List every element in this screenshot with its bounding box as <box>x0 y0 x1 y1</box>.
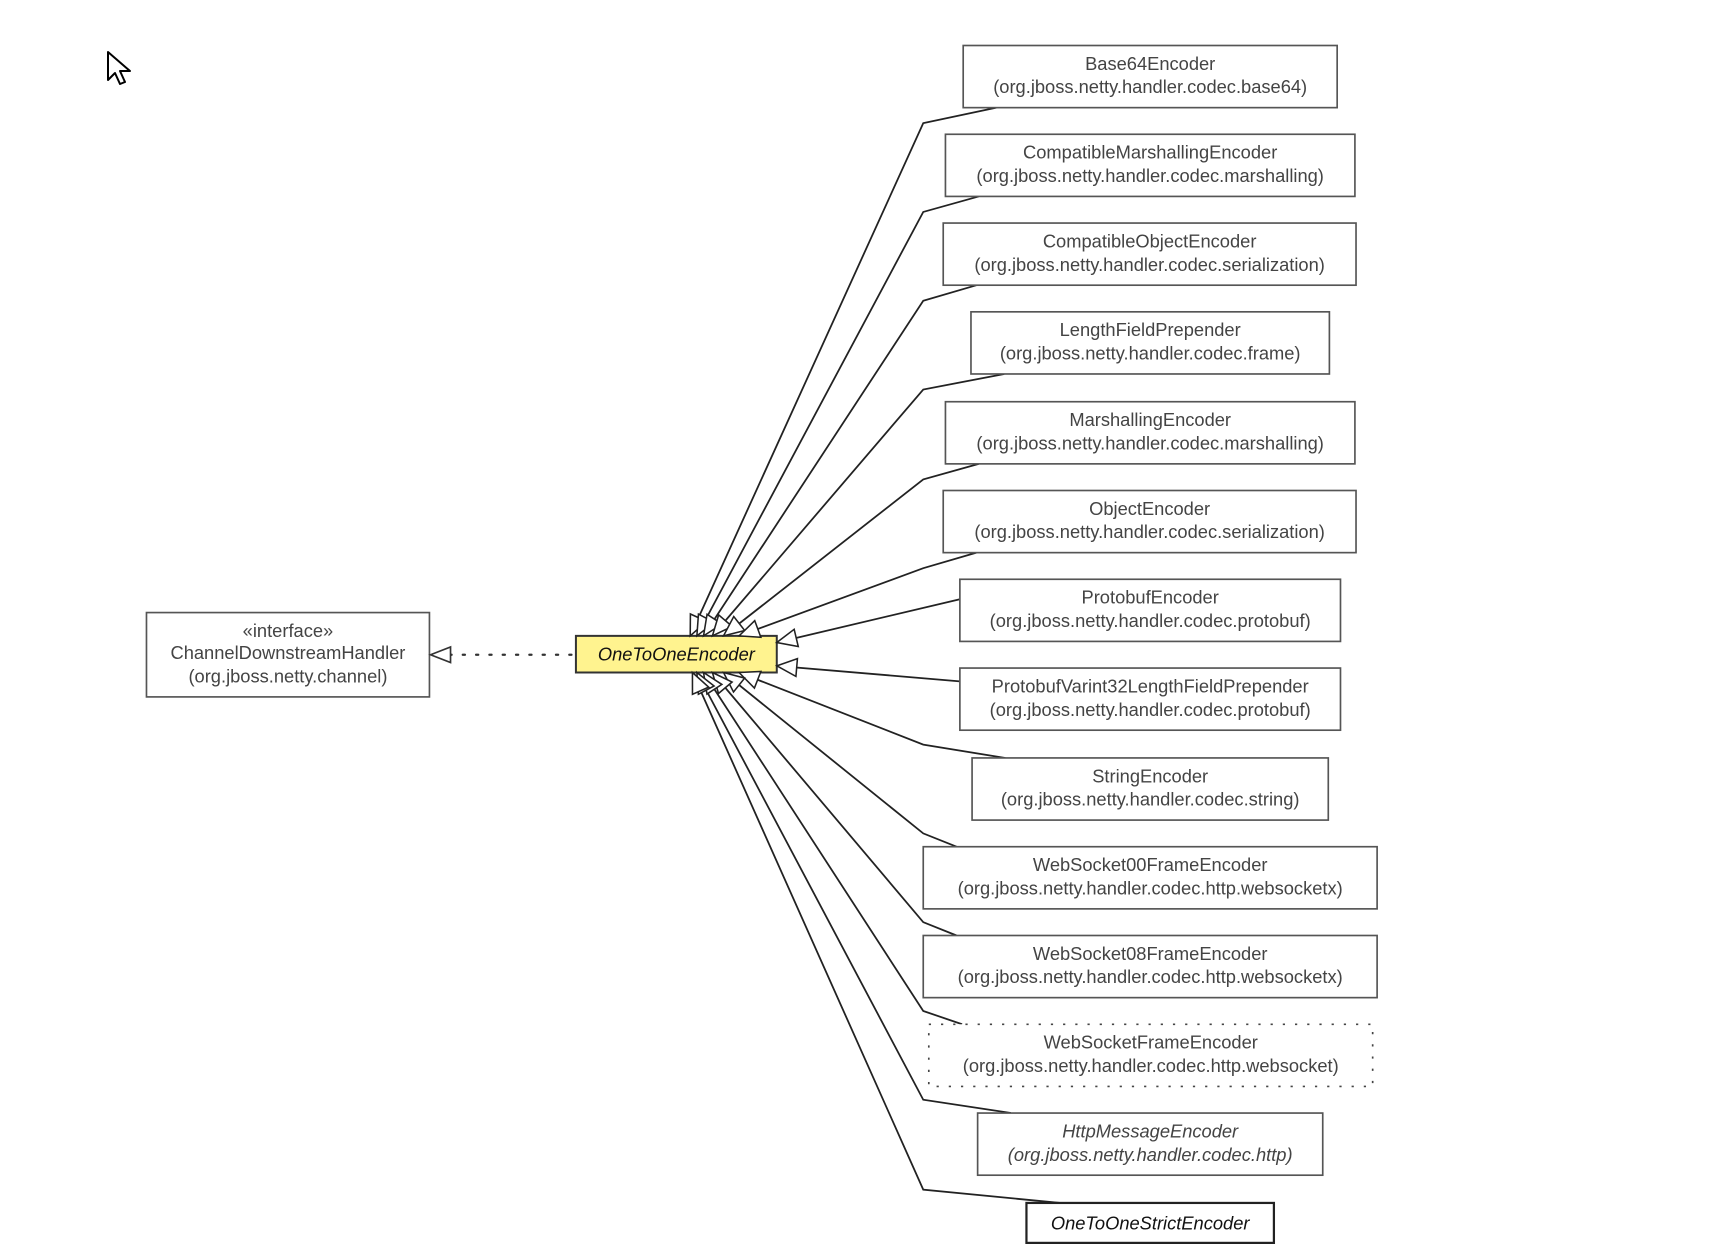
generalization-edge <box>691 672 1060 1204</box>
subclass-box[interactable]: Base64Encoder(org.jboss.netty.handler.co… <box>962 44 1338 109</box>
subclass-box[interactable]: MarshallingEncoder(org.jboss.netty.handl… <box>944 400 1356 465</box>
subclass-name: LengthFieldPrepender <box>1060 319 1241 340</box>
subclass-package: (org.jboss.netty.handler.codec.http) <box>1008 1144 1293 1165</box>
subclass-package: (org.jboss.netty.handler.codec.http.webs… <box>963 1055 1339 1076</box>
subclass-name: ProtobufVarint32LengthFieldPrepender <box>992 675 1309 696</box>
interface-box[interactable]: «interface» ChannelDownstreamHandler (or… <box>145 611 431 698</box>
generalization-arrowhead-icon <box>702 612 724 638</box>
interface-stereotype: «interface» <box>243 620 334 641</box>
subclass-box[interactable]: StringEncoder (org.jboss.netty.handler.co… <box>971 757 1330 821</box>
generalization-arrowhead-icon <box>711 613 734 638</box>
realization-edge <box>428 645 578 664</box>
generalization-arrowhead-icon <box>722 615 747 638</box>
interface-package: (org.jboss.netty.channel) <box>188 665 387 686</box>
subclass-name: WebSocketFrameEncoder <box>1044 1032 1258 1053</box>
generalization-arrowhead-icon <box>691 670 711 696</box>
subclass-name: HttpMessageEncoder <box>1062 1120 1239 1141</box>
subclass-box[interactable]: WebSocketFrameEncoder(org.jboss.netty.ha… <box>927 1023 1374 1088</box>
subclass-box[interactable]: WebSocket08FrameEncoder(org.jboss.netty.… <box>922 934 1378 999</box>
inheritance-edges <box>689 106 1060 1204</box>
subclass-name: WebSocket08FrameEncoder <box>1033 943 1268 964</box>
subclass-package: (org.jboss.netty.handler.codec.serializa… <box>974 254 1325 275</box>
generalization-arrowhead-icon <box>774 627 800 648</box>
subclass-box[interactable]: CompatibleObjectEncoder (org.jboss.netty.… <box>942 222 1357 287</box>
generalization-edge <box>702 672 963 1026</box>
subclass-box[interactable]: LengthFieldPrepender (org.jboss.netty.han… <box>970 311 1331 375</box>
subclass-name: ObjectEncoder <box>1089 498 1210 519</box>
subclass-package: (org.jboss.netty.handler.codec.protobuf) <box>990 610 1311 631</box>
subclass-list: Base64Encoder(org.jboss.netty.handler.co… <box>922 44 1378 1244</box>
focus-class-name: OneToOneEncoder <box>598 643 756 664</box>
generalization-arrowhead-icon <box>737 619 762 639</box>
interface-name: ChannelDownstreamHandler <box>170 642 405 663</box>
subclass-box[interactable]: OneToOneStrictEncoder <box>1025 1201 1276 1244</box>
generalization-edge <box>738 551 977 637</box>
generalization-edge <box>722 671 957 848</box>
subclass-package: (org.jboss.netty.handler.codec.http.webs… <box>958 966 1343 987</box>
subclass-name: MarshallingEncoder <box>1069 409 1231 430</box>
generalization-arrowhead-icon <box>774 657 799 678</box>
subclass-package: (org.jboss.netty.handler.codec.base64) <box>993 76 1307 97</box>
generalization-edge <box>702 284 977 637</box>
subclass-box[interactable]: ObjectEncoder(org.jboss.netty.handler.co… <box>942 489 1357 554</box>
generalization-edge <box>738 671 1006 759</box>
subclass-name: WebSocket00FrameEncoder <box>1033 854 1268 875</box>
subclass-package: (org.jboss.netty.handler.codec.frame) <box>1000 343 1301 364</box>
subclass-box[interactable]: CompatibleMarshallingEncoder(org.jboss.n… <box>944 133 1356 198</box>
subclass-name: StringEncoder <box>1092 765 1208 786</box>
subclass-name: CompatibleObjectEncoder <box>1043 230 1257 251</box>
focus-class-box[interactable]: OneToOneEncoder <box>574 634 778 674</box>
subclass-box[interactable]: ProtobufEncoder(org.jboss.netty.handler.… <box>959 578 1342 643</box>
generalization-arrowhead-icon <box>737 670 763 690</box>
subclass-package: (org.jboss.netty.handler.codec.string) <box>1001 789 1300 810</box>
realization-arrowhead-icon <box>428 645 452 664</box>
generalization-edge <box>689 106 997 637</box>
subclass-name: ProtobufEncoder <box>1082 587 1219 608</box>
arrowheads <box>689 612 800 696</box>
subclass-name: OneToOneStrictEncoder <box>1051 1213 1251 1234</box>
generalization-edge <box>696 195 979 637</box>
generalization-edge <box>711 671 957 937</box>
subclass-name: Base64Encoder <box>1085 53 1215 74</box>
generalization-edge <box>696 672 1012 1114</box>
subclass-package: (org.jboss.netty.handler.codec.marshalli… <box>976 165 1323 186</box>
mouse-pointer-icon <box>107 51 131 85</box>
subclass-box[interactable]: HttpMessageEncoder (org.jboss.netty.handl… <box>976 1112 1324 1177</box>
subclass-box[interactable]: WebSocket00FrameEncoder(org.jboss.netty.… <box>922 845 1378 910</box>
subclass-package: (org.jboss.netty.handler.codec.marshalli… <box>976 432 1323 453</box>
generalization-edge <box>776 598 961 644</box>
subclass-name: CompatibleMarshallingEncoder <box>1023 142 1277 163</box>
subclass-box[interactable]: ProtobufVarint32LengthFieldPrepender (org… <box>959 667 1342 732</box>
generalization-edge <box>722 463 979 637</box>
generalization-edge <box>776 664 960 683</box>
subclass-package: (org.jboss.netty.handler.codec.http.webs… <box>958 877 1343 898</box>
subclass-package: (org.jboss.netty.handler.codec.serializa… <box>974 521 1325 542</box>
subclass-package: (org.jboss.netty.handler.codec.protobuf) <box>990 699 1311 720</box>
generalization-edge <box>711 373 1005 637</box>
